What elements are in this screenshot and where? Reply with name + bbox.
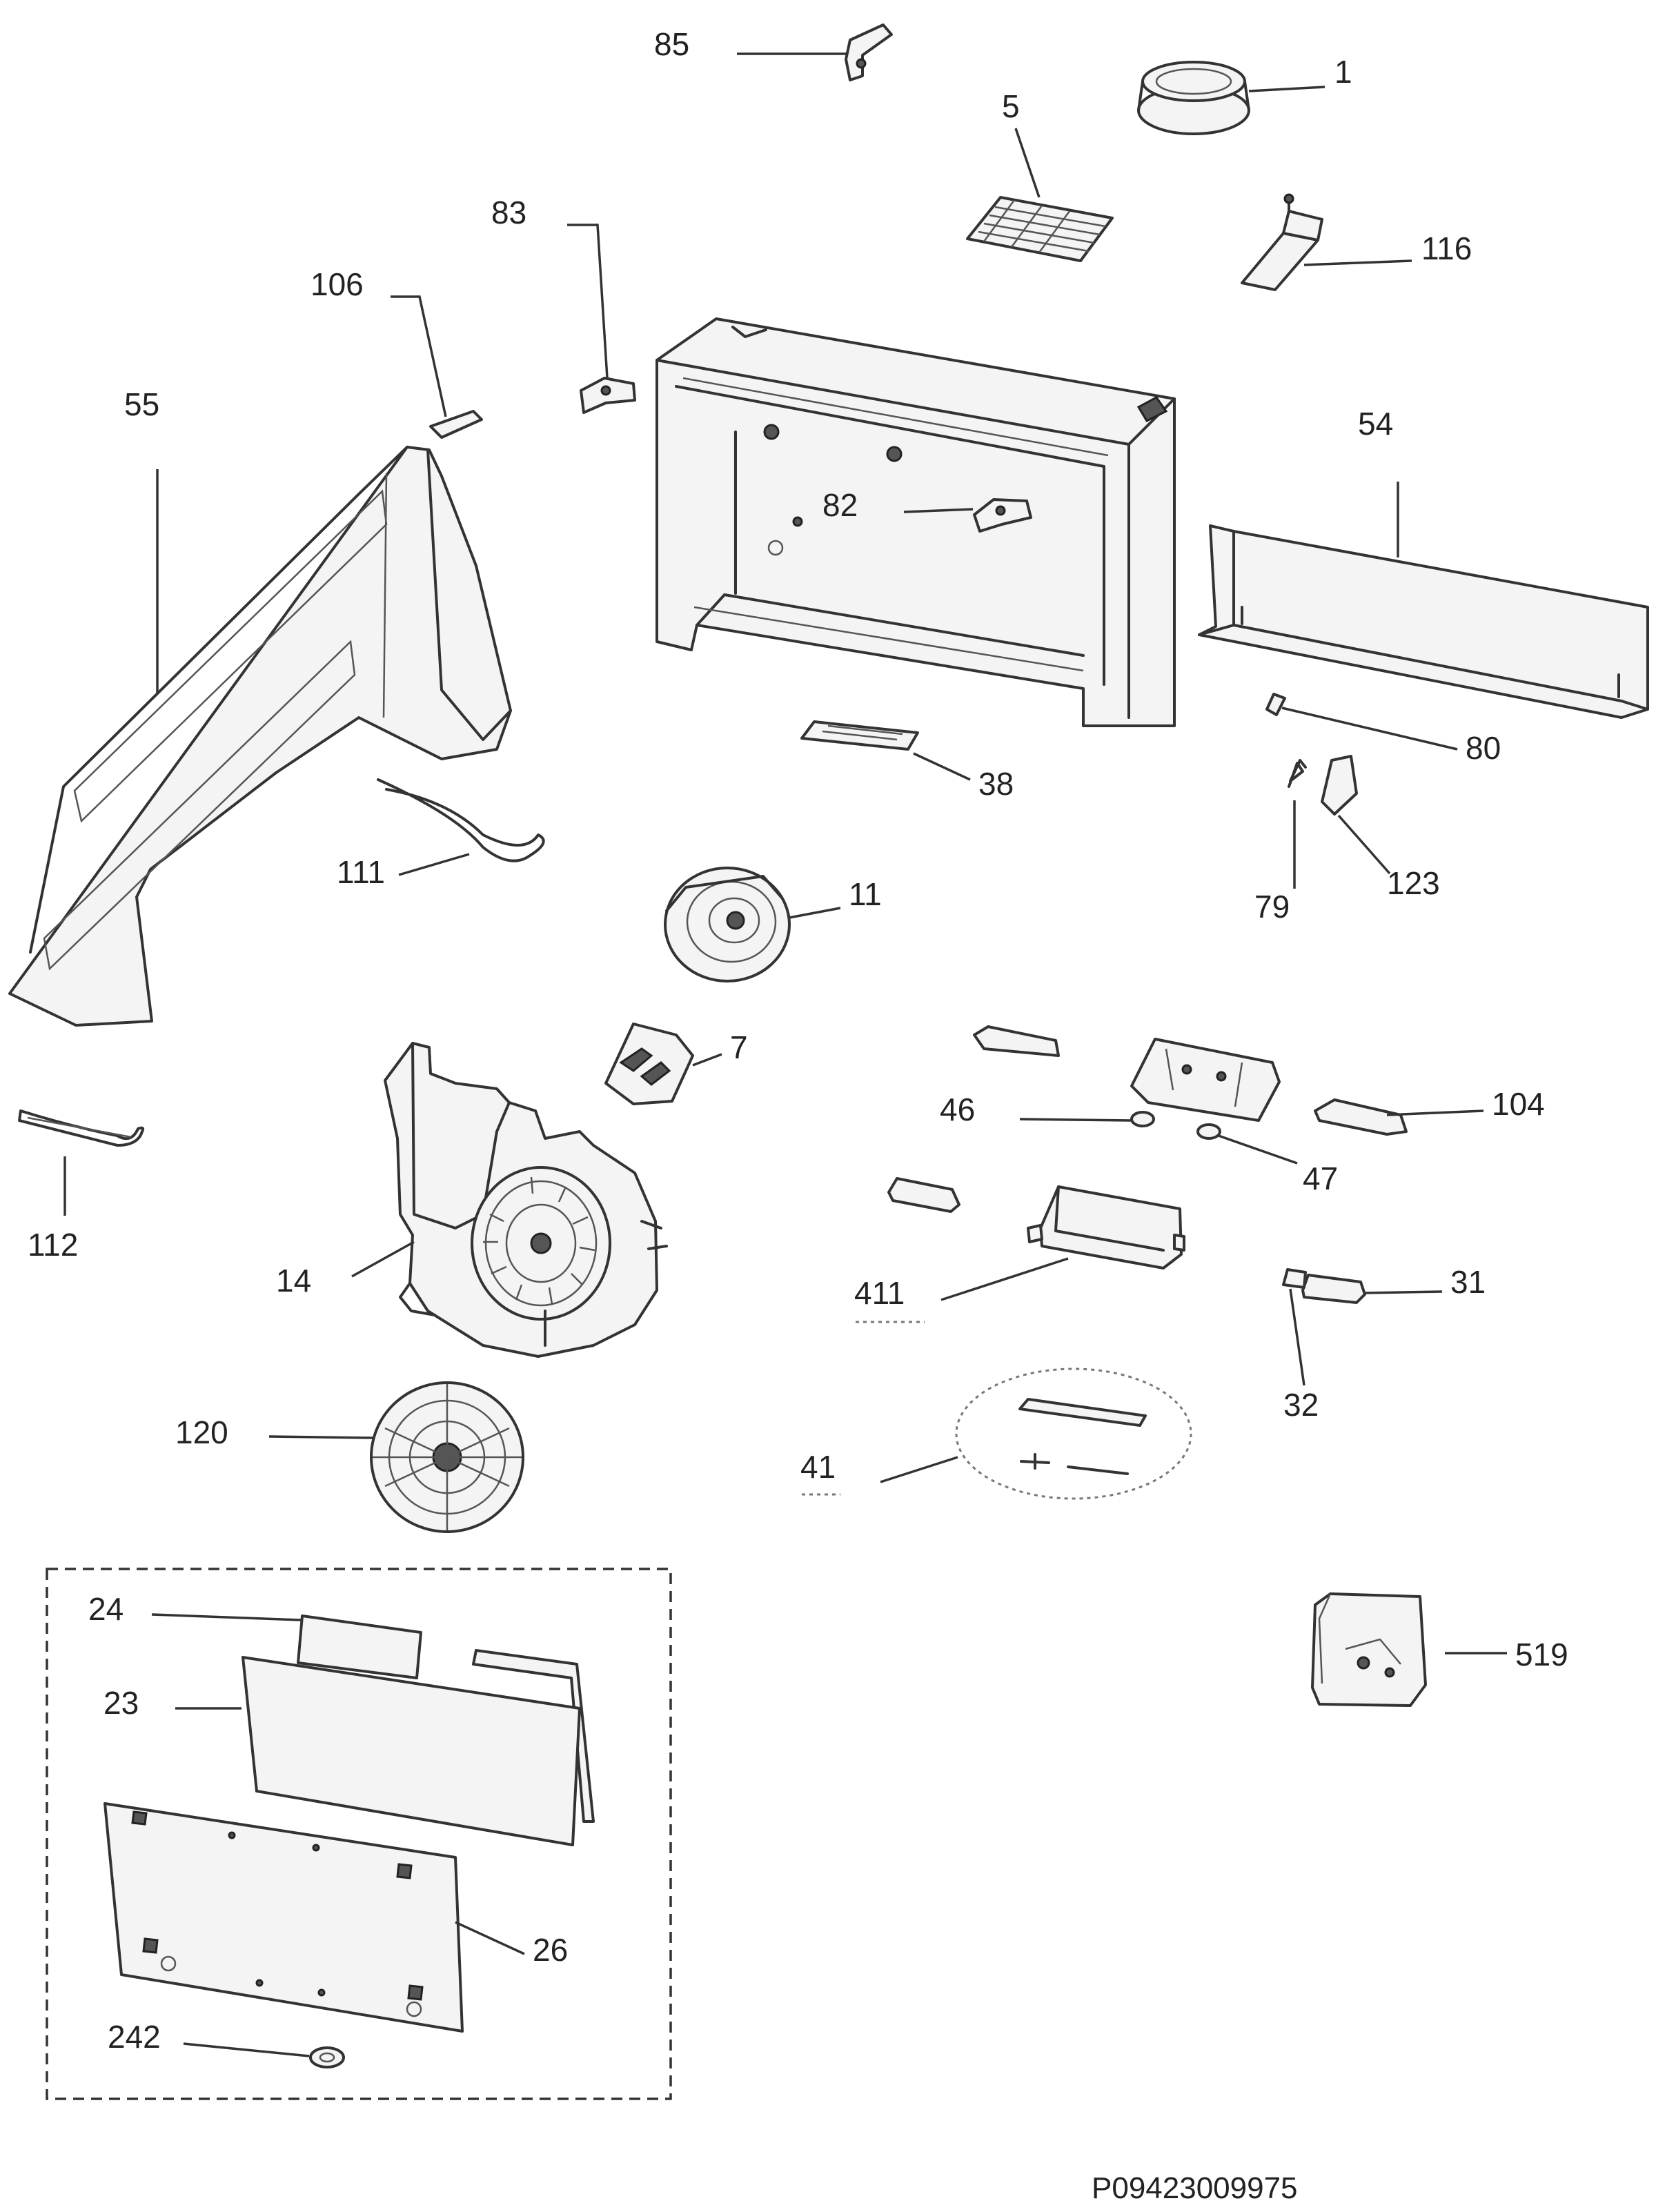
- part-7-module[interactable]: [604, 1023, 694, 1105]
- leader-31: [1364, 1290, 1443, 1294]
- part-38-clip[interactable]: [800, 720, 919, 751]
- callout-26: 26: [533, 1932, 568, 1968]
- callout-38: 38: [978, 766, 1014, 802]
- callout-7: 7: [730, 1029, 748, 1065]
- part-41-accessory-kit[interactable]: [955, 1367, 1192, 1500]
- leader-106: [391, 295, 447, 417]
- part-116-mount-bracket[interactable]: [1241, 193, 1323, 291]
- part-23-glass-panel[interactable]: [241, 1656, 581, 1846]
- part-120-filter[interactable]: [370, 1381, 524, 1533]
- part-11-motor[interactable]: [664, 867, 791, 982]
- leader-82: [903, 508, 974, 513]
- leader-104: [1386, 1109, 1484, 1116]
- callout-82: 82: [822, 487, 858, 523]
- callout-104: 104: [1492, 1086, 1545, 1122]
- part-112-seal-strip[interactable]: [18, 1109, 145, 1147]
- callout-411: 411: [854, 1275, 905, 1311]
- part-519-fixing-bag[interactable]: [1311, 1592, 1427, 1707]
- callout-11: 11: [849, 876, 882, 912]
- leader-1: [1248, 86, 1325, 92]
- leader-116: [1303, 259, 1412, 266]
- part-242-knob[interactable]: [309, 2046, 345, 2068]
- leader-123: [1337, 814, 1391, 875]
- callout-5: 5: [1002, 88, 1020, 124]
- part-31-lamp[interactable]: [1301, 1274, 1366, 1304]
- part-411-power-supply[interactable]: [1027, 1185, 1185, 1270]
- leader-80: [1281, 707, 1458, 751]
- part-79-spring[interactable]: [1288, 759, 1307, 788]
- callout-519: 519: [1515, 1637, 1568, 1672]
- leader-120: [268, 1435, 373, 1439]
- callout-120: 120: [175, 1414, 228, 1450]
- part-lamp-left[interactable]: [887, 1177, 960, 1213]
- callout-111: 111: [337, 854, 385, 890]
- part-80-screw[interactable]: [1265, 693, 1286, 716]
- leader-5: [1014, 128, 1041, 198]
- part-control-board[interactable]: [1130, 1038, 1281, 1122]
- callout-112: 112: [28, 1227, 78, 1263]
- callout-79: 79: [1254, 889, 1290, 925]
- part-14-blower[interactable]: [384, 1042, 668, 1358]
- leader-38: [913, 752, 971, 781]
- glass-panel-group-box: [46, 1568, 672, 2100]
- part-46-light-clip[interactable]: [1130, 1111, 1155, 1127]
- leader-83: [567, 224, 609, 379]
- leader-7: [692, 1053, 722, 1067]
- callout-106: 106: [310, 266, 364, 302]
- part-123-plate[interactable]: [1321, 755, 1358, 816]
- callout-54: 54: [1358, 406, 1393, 442]
- part-54-front-strip[interactable]: [1198, 524, 1649, 719]
- part-32-lamp-socket[interactable]: [1282, 1268, 1307, 1289]
- callout-14: 14: [276, 1263, 311, 1298]
- leader-47: [1218, 1134, 1298, 1165]
- part-24-clip-plates[interactable]: [297, 1614, 595, 1823]
- part-47-clip[interactable]: [1196, 1123, 1221, 1140]
- callout-41: 41: [800, 1449, 836, 1485]
- callout-116: 116: [1421, 230, 1472, 266]
- leader-41: [880, 1456, 958, 1483]
- part-104-lamp-holder[interactable]: [1314, 1098, 1408, 1136]
- part-111-gasket-strip[interactable]: [377, 778, 545, 862]
- callout-24: 24: [88, 1591, 124, 1627]
- callout-31: 31: [1450, 1264, 1486, 1300]
- part-lamp-top[interactable]: [973, 1025, 1060, 1057]
- callout-32: 32: [1283, 1387, 1319, 1423]
- leader-11: [789, 907, 841, 919]
- callout-1: 1: [1334, 54, 1352, 90]
- callout-80: 80: [1466, 730, 1501, 766]
- part-5-grille[interactable]: [966, 196, 1114, 262]
- callout-47: 47: [1303, 1161, 1338, 1196]
- part-85-clip[interactable]: [845, 23, 893, 81]
- part-hood-housing[interactable]: [656, 317, 1176, 727]
- callout-123: 123: [1387, 865, 1440, 901]
- leader-411: [940, 1257, 1069, 1301]
- part-55-side-panel[interactable]: [8, 446, 512, 1027]
- part-1-duct-collar[interactable]: [1137, 61, 1250, 135]
- leader-46: [1019, 1118, 1132, 1122]
- callout-55: 55: [124, 386, 159, 422]
- leader-14: [351, 1241, 415, 1278]
- part-106-clip[interactable]: [429, 410, 483, 439]
- part-26-front-panel[interactable]: [103, 1802, 464, 2033]
- leader-111: [398, 853, 470, 876]
- part-83-bracket[interactable]: [580, 377, 636, 414]
- leader-242: [183, 2042, 310, 2057]
- leader-26: [455, 1921, 525, 1955]
- leader-24: [151, 1613, 302, 1621]
- callout-46: 46: [940, 1092, 975, 1127]
- callout-242: 242: [108, 2019, 161, 2055]
- callout-83: 83: [491, 195, 526, 230]
- callout-23: 23: [103, 1685, 139, 1721]
- leader-32: [1289, 1288, 1305, 1386]
- part-82-bracket[interactable]: [973, 498, 1032, 533]
- callout-85: 85: [654, 26, 689, 62]
- diagram-code: P09423009975: [1092, 2171, 1298, 2205]
